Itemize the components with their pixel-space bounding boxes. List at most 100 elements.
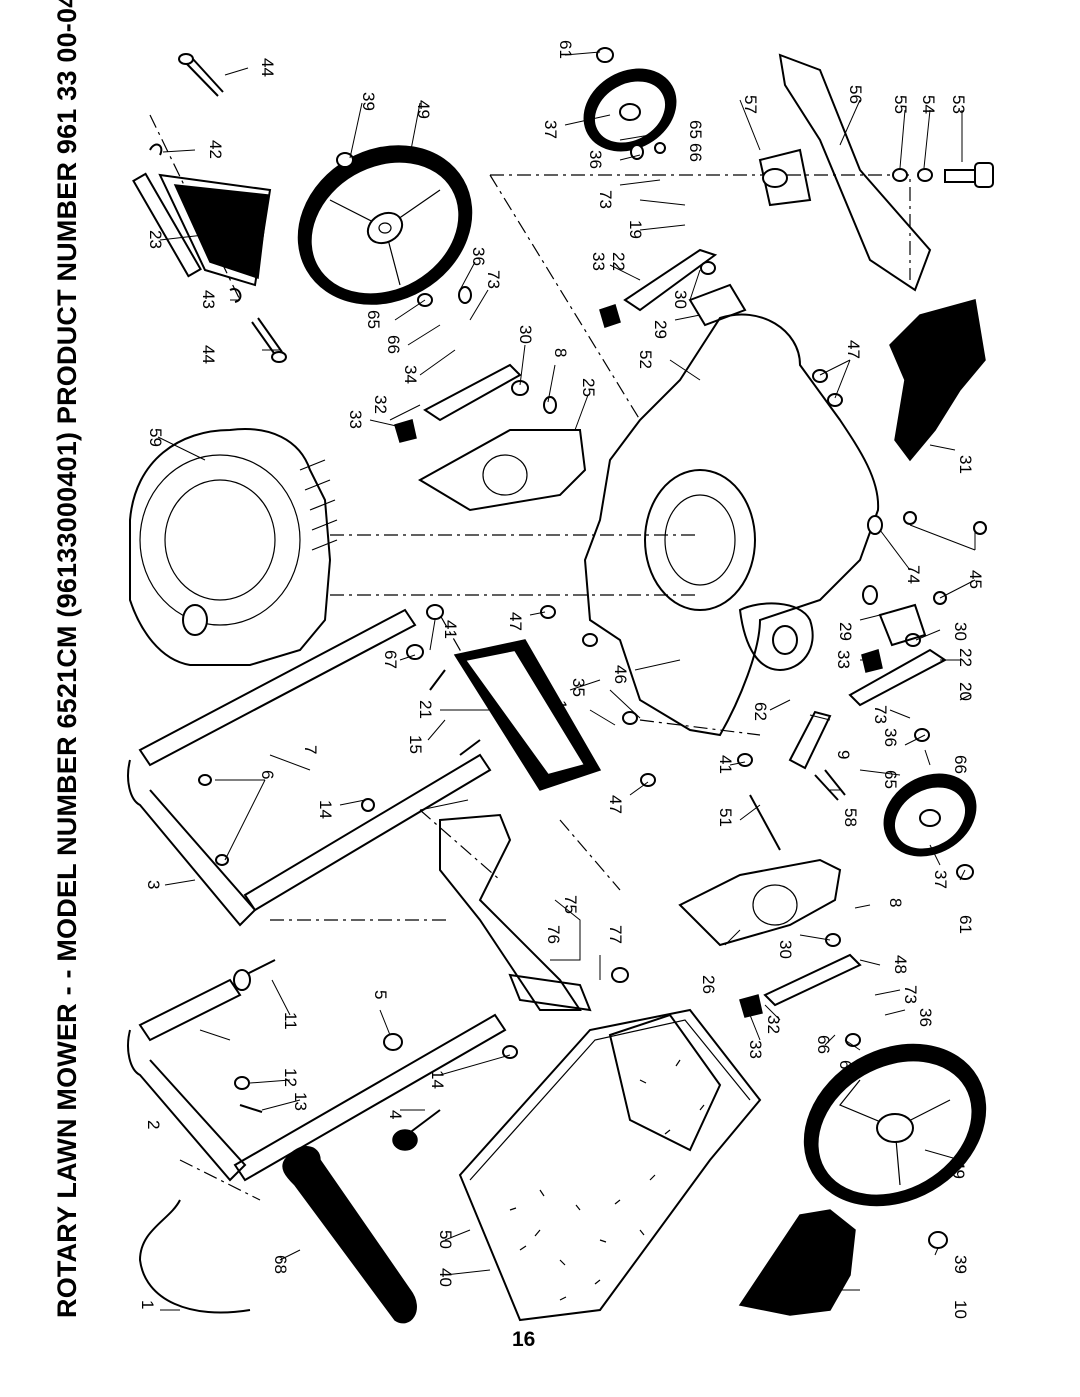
callout-2: 2 bbox=[144, 1120, 163, 1129]
callout-62: 62 bbox=[751, 702, 770, 721]
side-chute-31 bbox=[889, 299, 986, 462]
height-adjuster-26 bbox=[678, 858, 842, 947]
callout-41: 41 bbox=[716, 755, 735, 774]
callout-44: 44 bbox=[258, 58, 277, 77]
callout-31: 31 bbox=[956, 455, 975, 474]
rear-wheel-49-bottom bbox=[803, 1043, 987, 1249]
callout-45: 45 bbox=[966, 570, 985, 589]
rear-deflector-75 bbox=[439, 813, 592, 1012]
callout-33: 33 bbox=[589, 252, 608, 271]
callout-59: 59 bbox=[146, 428, 165, 447]
callout-56: 56 bbox=[846, 85, 865, 104]
rear-door-23 bbox=[132, 143, 272, 303]
callout-6: 6 bbox=[258, 770, 277, 779]
callout-66: 66 bbox=[384, 335, 403, 354]
callout-55: 55 bbox=[891, 95, 910, 114]
callout-32: 32 bbox=[764, 1015, 783, 1034]
upper-handle-3 bbox=[127, 608, 492, 927]
blade-adapter-57 bbox=[758, 148, 812, 207]
callout-20: 20 bbox=[956, 682, 975, 701]
callout-15: 15 bbox=[406, 735, 425, 754]
callout-49: 49 bbox=[414, 100, 433, 119]
lower-handle-2 bbox=[127, 978, 507, 1182]
callout-54: 54 bbox=[919, 95, 938, 114]
blade-56 bbox=[778, 53, 932, 292]
rear-wheel-49-top bbox=[297, 145, 473, 305]
callout-58: 58 bbox=[841, 808, 860, 827]
callout-61: 61 bbox=[956, 915, 975, 934]
wheel-37-top bbox=[583, 47, 677, 152]
callout-46: 46 bbox=[611, 665, 630, 684]
callout-33: 33 bbox=[746, 1040, 765, 1059]
engine-59 bbox=[129, 428, 338, 666]
callout-42: 42 bbox=[206, 140, 225, 159]
callout-1: 1 bbox=[138, 1300, 157, 1309]
callout-67: 67 bbox=[381, 650, 400, 669]
callout-47: 47 bbox=[844, 340, 863, 359]
callout-37: 37 bbox=[931, 870, 950, 889]
callout-11: 11 bbox=[281, 1012, 300, 1030]
callout-44: 44 bbox=[199, 345, 218, 364]
callout-34: 34 bbox=[401, 365, 420, 384]
callout-30: 30 bbox=[951, 622, 970, 641]
hardware-small bbox=[198, 142, 987, 1151]
callout-30: 30 bbox=[776, 940, 795, 959]
callout-40: 40 bbox=[436, 1268, 455, 1287]
callout-29: 29 bbox=[836, 622, 855, 641]
pivot-bracket-9 bbox=[788, 710, 832, 770]
callout-73: 73 bbox=[901, 985, 920, 1004]
callout-52: 52 bbox=[636, 350, 655, 369]
callout-12: 12 bbox=[281, 1068, 300, 1087]
callout-50: 50 bbox=[436, 1230, 455, 1249]
callout-39: 39 bbox=[359, 92, 378, 111]
callout-5: 5 bbox=[371, 990, 390, 999]
callout-30: 30 bbox=[516, 325, 535, 344]
callout-29: 29 bbox=[651, 320, 670, 339]
callout-73: 73 bbox=[484, 270, 503, 289]
page-number: 16 bbox=[512, 1328, 536, 1351]
exploded-parts-diagram: 44 42 23 43 44 39 49 36 73 65 66 34 32 3… bbox=[127, 40, 994, 1324]
callout-74: 74 bbox=[904, 565, 923, 584]
mulch-plug-21 bbox=[453, 639, 602, 791]
callout-75: 75 bbox=[561, 895, 580, 914]
side-door-10 bbox=[738, 1209, 856, 1316]
callout-51: 51 bbox=[716, 808, 735, 827]
callout-73: 73 bbox=[596, 190, 615, 209]
callout-36: 36 bbox=[916, 1008, 935, 1027]
axle-bracket-32-top bbox=[394, 363, 522, 443]
bolt-44-bottom bbox=[251, 317, 287, 363]
callout-32: 32 bbox=[371, 395, 390, 414]
callout-47: 47 bbox=[606, 795, 625, 814]
callout-48: 48 bbox=[891, 955, 910, 974]
callout-35: 35 bbox=[569, 678, 588, 697]
callout-65: 65 bbox=[881, 770, 900, 789]
assembly-guide-lines bbox=[149, 114, 911, 1201]
callout-41: 41 bbox=[441, 620, 460, 639]
callout-8: 8 bbox=[886, 898, 905, 907]
callout-33: 33 bbox=[346, 410, 365, 429]
control-cable-1 bbox=[138, 1199, 251, 1314]
height-adjuster-25 bbox=[418, 429, 587, 512]
nut-39-top bbox=[336, 152, 354, 168]
callout-18: 18 bbox=[551, 700, 570, 719]
bolt-44-top bbox=[178, 53, 224, 97]
callout-66: 66 bbox=[686, 143, 705, 162]
callout-22: 22 bbox=[609, 252, 628, 271]
callout-36: 36 bbox=[881, 728, 900, 747]
title-area: ROTARY LAWN MOWER - - MODEL NUMBER 6521C… bbox=[40, 0, 104, 1318]
callout-49: 49 bbox=[949, 1160, 968, 1179]
callout-25: 25 bbox=[579, 378, 598, 397]
callout-65: 65 bbox=[836, 1060, 855, 1079]
callout-43: 43 bbox=[199, 290, 218, 309]
callout-66: 66 bbox=[951, 755, 970, 774]
wheel-37-bottom bbox=[883, 773, 977, 880]
callout-65: 65 bbox=[364, 310, 383, 329]
callout-labels: 44 42 23 43 44 39 49 36 73 65 66 34 32 3… bbox=[138, 40, 985, 1319]
callout-66: 66 bbox=[814, 1035, 833, 1054]
callout-26: 26 bbox=[699, 975, 718, 994]
grass-bag-40 bbox=[458, 1008, 762, 1322]
callout-77: 77 bbox=[606, 925, 625, 944]
callout-19: 19 bbox=[626, 220, 645, 239]
callout-8: 8 bbox=[551, 348, 570, 357]
axle-bracket-22-top bbox=[599, 248, 747, 328]
